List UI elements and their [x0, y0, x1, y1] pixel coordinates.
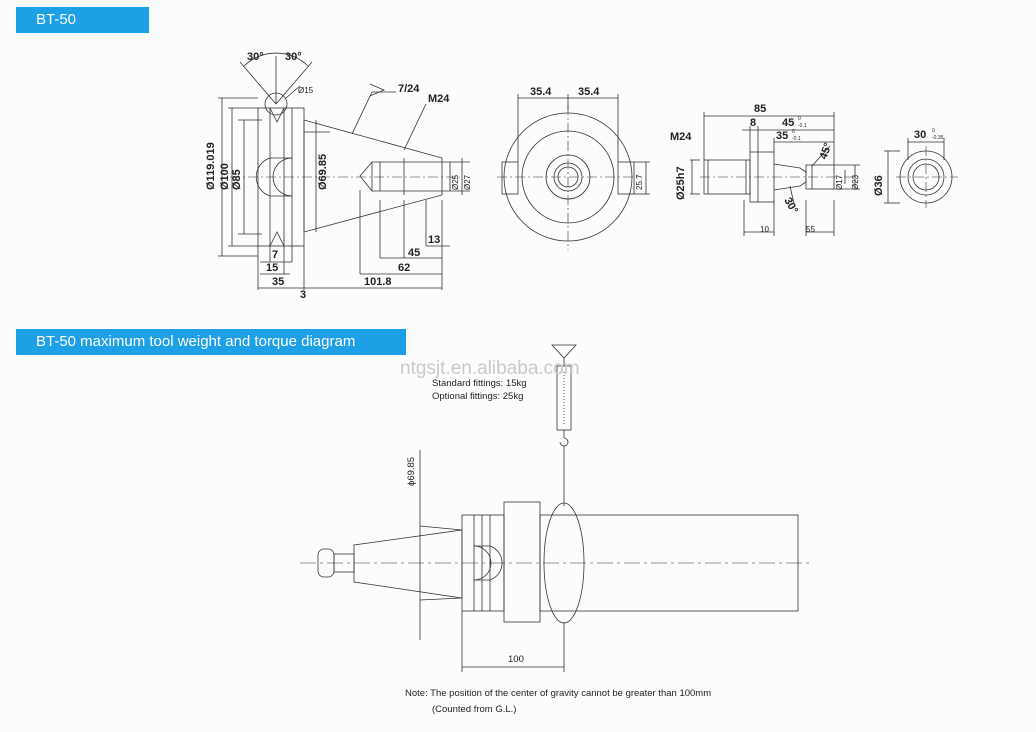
view4-tol-bot: -0.35: [932, 135, 944, 141]
view3-tol45-top: 0: [798, 116, 801, 122]
view1-dim-13: 13: [428, 234, 440, 246]
view3-tol35-top: 0: [792, 129, 795, 135]
view2-dim-left: 35.4: [530, 86, 552, 98]
view1-thread: M24: [428, 93, 450, 105]
watermark: ntgsjt.en.alibaba.com: [400, 358, 580, 379]
view3-dim-55: 55: [806, 225, 815, 234]
view4-dim-30: 30: [914, 129, 926, 141]
view1-dia-100: Ø100: [219, 163, 231, 190]
view1-dim-7: 7: [272, 249, 278, 261]
view2-dim-257: 25.7: [635, 174, 644, 190]
view3-angle-45: 45°: [818, 141, 835, 161]
view3-dia-23: Ø23: [851, 174, 860, 190]
section-banner-bt50: BT-50: [16, 7, 149, 33]
view3-dim-8: 8: [750, 117, 756, 129]
section-banner-weight-torque: BT-50 maximum tool weight and torque dia…: [16, 329, 406, 355]
dim-100: 100: [508, 654, 524, 665]
view4-tol-top: 0: [932, 128, 935, 134]
view3-dim-85: 85: [754, 103, 766, 115]
view1-dia-6985: Ø69.85: [317, 154, 329, 190]
view3-dia-17: Ø17: [835, 174, 844, 190]
view1-dim-1018: 101.8: [364, 276, 392, 288]
view3-tol45-bot: -0.1: [798, 123, 807, 129]
view1-dim-62: 62: [398, 262, 410, 274]
view1-dim-3: 3: [300, 289, 306, 301]
view1-dim-35: 35: [272, 276, 284, 288]
view1-dim-45: 45: [408, 247, 420, 259]
view3-dim-10: 10: [760, 225, 769, 234]
scale-hook-top: [551, 344, 577, 359]
view2-dim-right: 35.4: [578, 86, 600, 98]
view3-angle-30: 30°: [781, 196, 800, 216]
view3-pull-stud: [690, 112, 860, 236]
view1-dia-25: Ø25: [451, 174, 460, 190]
taper-body: [303, 119, 443, 233]
view3-dim-35: 35: [776, 130, 788, 142]
fitting-standard: Standard fittings: 15kg: [432, 378, 527, 389]
view3-tol35-bot: -0.1: [792, 136, 801, 142]
view1-dia-119: Ø119.019: [205, 142, 217, 190]
weight-torque-diagram: [300, 344, 810, 672]
view1-side-view: [218, 52, 470, 290]
view1-taper-label: 7/24: [398, 83, 420, 95]
view1-ball-dia: Ø15: [298, 86, 314, 95]
view1-dia-27: Ø27: [463, 174, 472, 190]
view3-thread: M24: [670, 131, 692, 143]
view1-angle-right: 30°: [285, 51, 302, 63]
view4-stud-end: [884, 138, 958, 208]
view3-dim-45: 45: [782, 117, 794, 129]
phi-label: ϕ69.85: [406, 457, 417, 486]
view3-dia-25h7: Ø25h7: [675, 166, 687, 200]
view1-dim-15: 15: [266, 262, 278, 274]
view1-angle-left: 30°: [247, 51, 264, 63]
view1-dia-85: Ø85: [231, 169, 243, 190]
note-line1: Note: The position of the center of grav…: [405, 688, 711, 699]
taper-shank: [353, 529, 463, 599]
note-line2: (Counted from G.L.): [432, 704, 516, 715]
view4-dia-36: Ø36: [873, 175, 885, 196]
fitting-optional: Optional fittings: 25kg: [432, 391, 523, 402]
view2-front-view: [497, 94, 650, 250]
